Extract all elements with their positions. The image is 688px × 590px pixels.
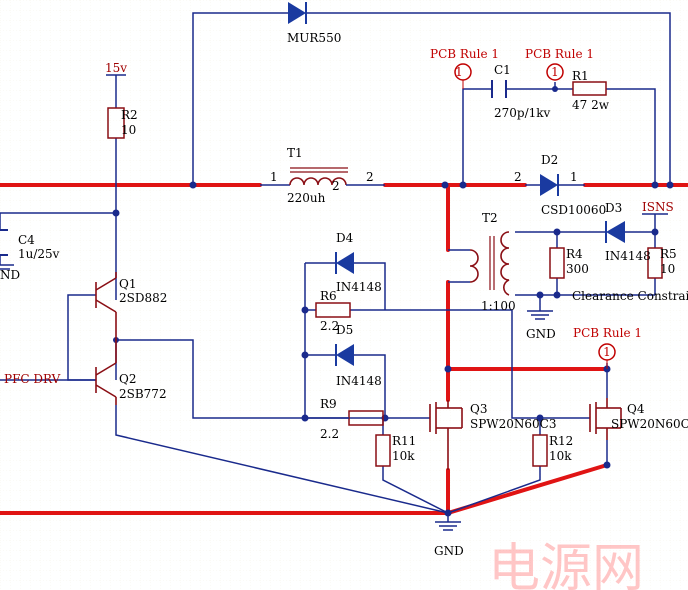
label-c1-ref: C1 [494,63,511,77]
label-r5-ref: R5 [660,247,677,261]
label-t2-val: 1:100 [481,299,516,313]
resistor-r5 [647,247,663,279]
label-net-15v: 15v [105,61,127,75]
inductor-t1 [260,167,385,186]
label-gnd-left: ND [0,268,20,282]
label-r11-val: 10k [392,449,415,463]
label-d3-ref: D3 [605,201,622,215]
label-gnd-bottom: GND [434,544,464,558]
label-t1-ref: T1 [287,146,303,160]
label-q1-ref: Q1 [119,277,136,291]
label-q3-val: SPW20N60C3 [470,417,556,431]
label-q3-ref: Q3 [470,402,487,416]
label-r11-ref: R11 [392,434,416,448]
pcb-rule-marker-3 [598,343,616,369]
capacitor-c1 [491,80,507,98]
transistor-q1 [95,272,117,340]
resistor-r1 [572,81,607,96]
label-r9-ref: R9 [320,397,337,411]
label-c1-val: 270p/1kv [494,106,551,120]
label-t1-val: 220uh [287,191,326,205]
resistor-r12 [532,434,548,467]
label-d2-pin1: 1 [570,170,578,184]
label-d2-pin2: 2 [514,170,522,184]
label-q1-val: 2SD882 [119,291,167,305]
label-t1-pin2b: 2 [366,170,374,184]
label-c4-ref: C4 [18,233,35,247]
label-q2-val: 2SB772 [119,387,167,401]
label-r6-val: 2.2 [320,319,339,333]
transformer-t2 [448,231,510,296]
watermark: 电源网 [488,539,644,590]
mosfet-q3 [429,400,463,470]
label-r5-val: 10 [660,262,675,276]
label-d3-val: IN4148 [605,249,651,263]
label-r12-val: 10k [549,449,572,463]
label-clearance-constraint: Clearance Constraint [572,289,688,303]
label-r12-ref: R12 [549,434,573,448]
pcb-rule-marker-2-number: 1 [551,65,559,79]
label-d2-val: CSD10060 [541,203,606,217]
pcb-rule-marker-3-number: 1 [603,345,611,359]
capacitor-c4 [0,229,8,256]
label-d5-ref: D5 [336,323,353,337]
label-t1-pin2: 2 [332,179,340,193]
resistor-r4 [549,247,565,279]
label-r2-ref: R2 [121,108,138,122]
ground-symbol-left [0,264,14,270]
diode-d5 [335,344,354,366]
label-d-top: MUR550 [287,31,341,45]
label-d4-ref: D4 [336,231,354,245]
label-q4-val: SPW20N60C3 [611,417,688,431]
label-r6-ref: R6 [320,289,337,303]
transistor-q2 [95,340,117,405]
label-pcb-rule-3: PCB Rule 1 [573,326,642,340]
label-q4-ref: Q4 [627,402,645,416]
label-t1-pin1: 1 [270,170,278,184]
diode-d4 [335,252,354,274]
label-d4-val: IN4148 [336,280,382,294]
label-pcb-rule-1: PCB Rule 1 [430,47,499,61]
power-traces [0,183,688,515]
label-pfc-drv: PFC DRV [4,372,61,386]
pcb-rule-marker-1 [454,63,472,89]
ground-symbol-mid [527,305,553,320]
label-t2-ref: T2 [482,211,498,225]
diode-d3 [605,221,625,243]
label-d2-ref: D2 [541,153,558,167]
label-pcb-rule-2: PCB Rule 1 [525,47,594,61]
pcb-rule-marker-2 [546,63,564,81]
label-gnd-mid: GND [526,327,556,341]
pcb-rule-marker-1-number: 1 [455,65,463,79]
diode-d2 [525,174,585,196]
label-r2-val: 10 [121,123,136,137]
label-r1-val: 47 2w [572,98,610,112]
mosfet-q4 [589,398,622,440]
ground-symbol-bottom [435,513,461,531]
label-r1-ref: R1 [572,69,589,83]
label-isns: ISNS [642,200,674,214]
resistor-r11 [375,434,391,467]
label-r4-val: 300 [566,262,589,276]
label-r4-ref: R4 [566,247,583,261]
junctions [112,86,674,517]
label-q2-ref: Q2 [119,372,136,386]
signal-wires [0,12,671,514]
label-d5-val: IN4148 [336,374,382,388]
label-r9-val: 2.2 [320,427,339,441]
diode-mur550 [288,2,307,24]
label-c4-val: 1u/25v [18,247,60,261]
resistor-r6 [315,302,351,318]
resistor-r2 [107,107,125,139]
